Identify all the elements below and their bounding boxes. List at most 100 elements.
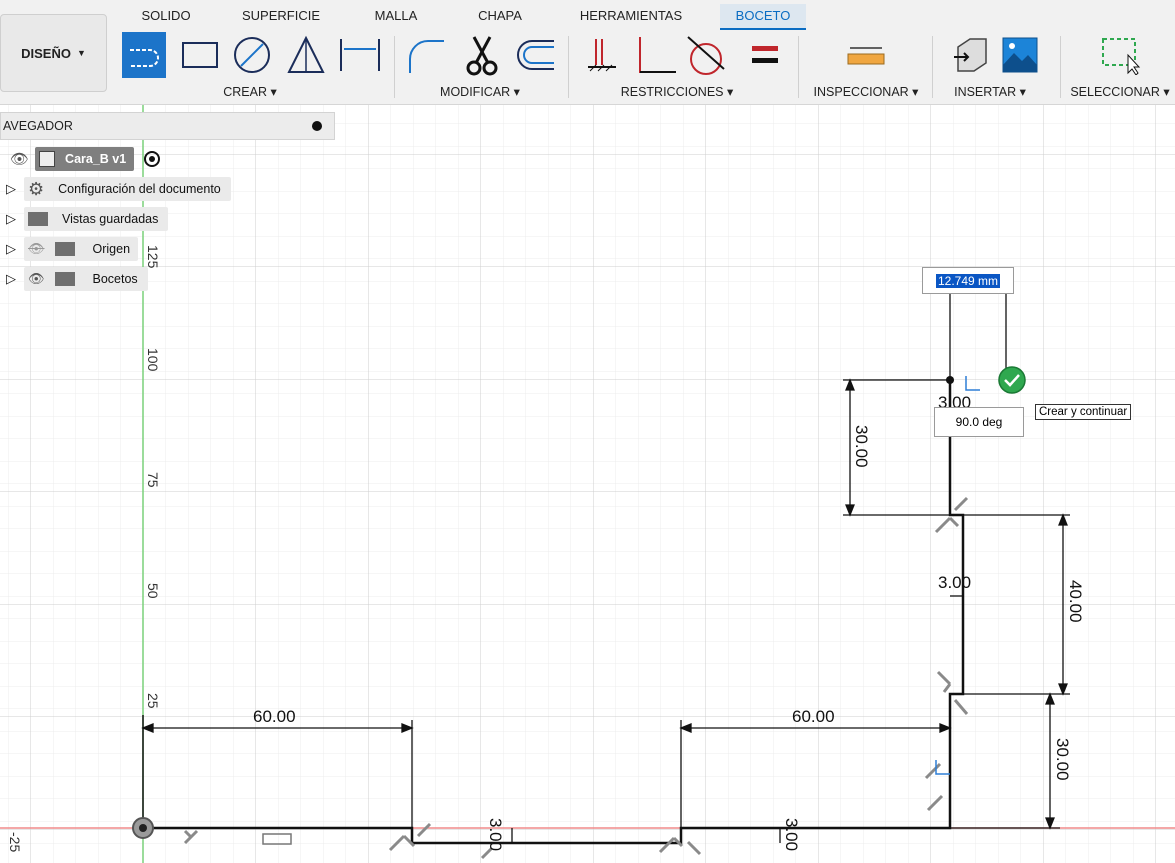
tangent-constraint-button[interactable]: [684, 32, 728, 78]
insert-box-icon: [954, 38, 987, 72]
trim-tool-button[interactable]: [460, 32, 504, 78]
fillet-tool-button[interactable]: [404, 32, 448, 78]
eye-hidden-icon[interactable]: 👁: [28, 241, 45, 256]
dim-40[interactable]: 40.00: [1066, 580, 1085, 623]
group-insertar[interactable]: INSERTAR ▾: [954, 85, 1026, 99]
angle-input-value: 90.0 deg: [955, 415, 1003, 429]
dim-30-upper[interactable]: 30.00: [852, 425, 871, 468]
rectangle-tool-button[interactable]: [178, 32, 222, 78]
tab-boceto[interactable]: BOCETO: [720, 4, 806, 30]
design-workspace-button[interactable]: DISEÑO ▼: [0, 14, 107, 92]
component-icon: [39, 151, 56, 167]
saved-views-label: Vistas guardadas: [62, 212, 159, 226]
circle-icon: [234, 37, 270, 73]
tab-malla[interactable]: MALLA: [374, 8, 418, 23]
confirm-check-icon[interactable]: [998, 366, 1026, 394]
browser-root-row[interactable]: 👁 Cara_B v1: [0, 147, 161, 171]
dim-3-bottom-left[interactable]: 3.00: [486, 818, 505, 851]
expand-triangle-icon[interactable]: ▷: [6, 271, 16, 286]
folder-icon: [54, 242, 75, 256]
radio-active-icon[interactable]: [144, 151, 161, 167]
tab-herramientas[interactable]: HERRAMIENTAS: [579, 8, 683, 23]
group-modificar[interactable]: MODIFICAR ▾: [440, 85, 520, 99]
gear-icon: ⚙: [28, 178, 45, 199]
image-icon: [1002, 37, 1038, 73]
perpendicular-icon: [935, 376, 980, 775]
expand-triangle-icon[interactable]: ▷: [6, 211, 16, 226]
separator: [394, 36, 395, 98]
insert-component-button[interactable]: [948, 32, 992, 78]
separator: [798, 36, 799, 98]
tangent-icon: [687, 36, 725, 75]
angle-input[interactable]: 90.0 deg: [934, 407, 1024, 437]
select-tool-button[interactable]: [1098, 32, 1142, 78]
perpendicular-constraint-button[interactable]: [634, 32, 678, 78]
fix-constraint-icon: [588, 39, 616, 72]
sketches-label: Bocetos: [92, 272, 138, 286]
root-component-label: Cara_B v1: [65, 152, 127, 166]
group-seleccionar[interactable]: SELECCIONAR ▾: [1070, 85, 1170, 99]
dim-30-lower[interactable]: 30.00: [1053, 738, 1072, 781]
expand-triangle-icon[interactable]: ▷: [6, 241, 16, 256]
equal-icon: [752, 46, 778, 63]
insert-image-button[interactable]: [998, 32, 1042, 78]
axis-label-25: 25: [145, 693, 161, 709]
axis-label-125: 125: [145, 245, 161, 269]
axis-label-75: 75: [145, 472, 161, 488]
origin-point-center: [139, 824, 147, 832]
tab-chapa[interactable]: CHAPA: [478, 8, 522, 23]
eye-icon[interactable]: 👁: [10, 151, 30, 168]
chevron-down-icon: ▼: [76, 48, 86, 58]
separator: [1060, 36, 1061, 98]
tab-superficie[interactable]: SUPERFICIE: [241, 8, 320, 23]
axis-label-50: 50: [145, 583, 161, 599]
coincident-constraint-button[interactable]: [580, 32, 624, 78]
browser-item-origin[interactable]: ▷ 👁 Origen: [0, 237, 139, 261]
dimension-lines: [141, 280, 1070, 843]
expand-triangle-icon[interactable]: ▷: [6, 181, 16, 196]
scissors-icon: [466, 36, 498, 76]
tab-solido[interactable]: SOLIDO: [141, 8, 191, 23]
sketch-endpoint[interactable]: [946, 376, 954, 384]
separator: [568, 36, 569, 98]
browser-item-sketches[interactable]: ▷ 👁 Bocetos: [0, 267, 148, 291]
eye-icon[interactable]: 👁: [28, 271, 45, 286]
constraint-glyphs: [183, 496, 969, 860]
equal-constraint-button[interactable]: [742, 32, 786, 78]
document-settings-label: Configuración del documento: [58, 182, 221, 196]
group-restricciones[interactable]: RESTRICCIONES ▾: [620, 85, 734, 99]
browser-item-document-settings[interactable]: ▷ ⚙ Configuración del documento: [0, 177, 231, 201]
dimension-tool-button[interactable]: [338, 32, 382, 78]
browser-item-saved-views[interactable]: ▷ Vistas guardadas: [0, 207, 169, 231]
length-input-value: 12.749 mm: [935, 273, 1001, 288]
ribbon-toolbar: DISEÑO ▼ SOLIDO SUPERFICIE MALLA CHAPA H…: [0, 0, 1175, 105]
dim-3-bottom-right[interactable]: 3.00: [782, 818, 801, 851]
origin-label: Origen: [92, 242, 131, 256]
browser-panel-header: AVEGADOR: [0, 112, 335, 140]
line-icon: [130, 49, 159, 67]
dim-3-mid[interactable]: 3.00: [938, 573, 971, 592]
dim-60-right[interactable]: 60.00: [792, 707, 835, 726]
separator: [932, 36, 933, 98]
create-continue-tooltip: Crear y continuar: [1035, 404, 1132, 420]
axis-label-100: 100: [145, 348, 161, 372]
offset-tool-button[interactable]: [514, 32, 558, 78]
rectangle-icon: [182, 42, 218, 68]
dim-60-left[interactable]: 60.00: [253, 707, 296, 726]
ruler-icon: [847, 47, 885, 65]
measure-tool-button[interactable]: [844, 32, 888, 78]
length-input[interactable]: 12.749 mm: [922, 267, 1014, 294]
collapse-icon[interactable]: [312, 121, 322, 131]
group-inspeccionar[interactable]: INSPECCIONAR ▾: [813, 85, 919, 99]
selection-box-icon: [1102, 38, 1141, 75]
circle-tool-button[interactable]: [230, 32, 274, 78]
axis-label-neg25: -25: [7, 832, 23, 852]
browser-title: AVEGADOR: [3, 119, 73, 133]
group-crear[interactable]: CREAR ▾: [223, 85, 277, 99]
line-tool-button[interactable]: [122, 32, 166, 78]
fillet-icon: [409, 40, 444, 73]
folder-icon: [28, 212, 48, 226]
polygon-tool-button[interactable]: [284, 32, 328, 78]
folder-icon: [54, 272, 75, 286]
perpendicular-constraint-icon: [639, 37, 676, 73]
